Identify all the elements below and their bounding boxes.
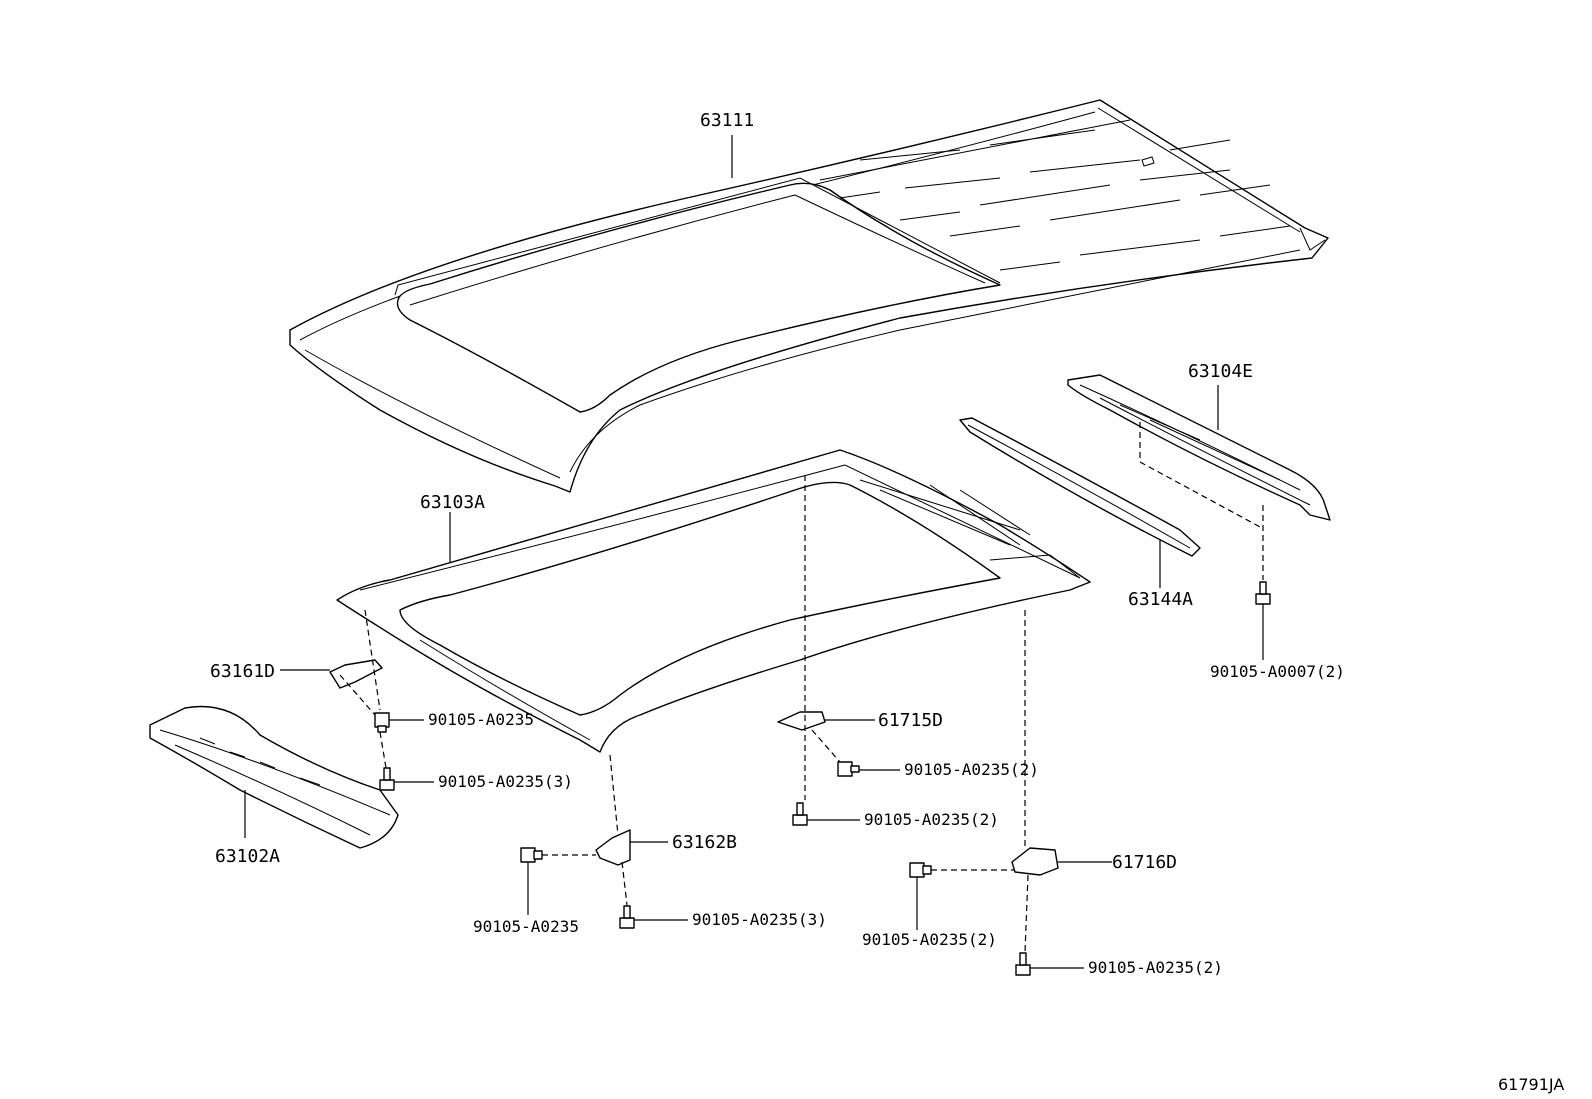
bolt-icon	[374, 712, 390, 733]
label-bolt-g: 90105-A0235(2)	[862, 930, 997, 949]
bracket-front	[595, 829, 668, 866]
label-roof-panel: 63111	[700, 110, 754, 131]
bracket-left	[280, 659, 383, 689]
label-bolt-d: 90105-A0235(2)	[864, 810, 999, 829]
bolt-icon	[1015, 952, 1031, 976]
label-bolt-a: 90105-A0235	[428, 710, 534, 729]
label-bracket-front: 63162B	[672, 832, 737, 853]
bolt-icon	[792, 802, 808, 826]
bolt-icon	[837, 761, 860, 777]
bracket-right	[1011, 847, 1112, 876]
roof-reinforcement-frame	[336, 449, 1091, 753]
bracket-center	[777, 711, 875, 731]
label-rear-header-panel: 63104E	[1188, 361, 1253, 382]
label-bolt-e: 90105-A0235	[473, 917, 579, 936]
label-bracket-center: 61715D	[878, 710, 943, 731]
bolt-icon	[520, 847, 543, 863]
assembly-lines	[339, 422, 1264, 953]
roof-panel	[289, 99, 1329, 493]
label-front-header-panel: 63102A	[215, 846, 280, 867]
bolt-icon	[909, 862, 932, 878]
roof-bow	[959, 417, 1201, 588]
label-bolt-f: 90105-A0235(3)	[692, 910, 827, 929]
label-bolt-h: 90105-A0235(2)	[1088, 958, 1223, 977]
label-roof-bow: 63144A	[1128, 589, 1193, 610]
label-bolt-b: 90105-A0235(3)	[438, 772, 573, 791]
bolt-icon	[1255, 581, 1271, 605]
label-roof-reinforcement: 63103A	[420, 492, 485, 513]
bolt-icons	[374, 581, 1271, 976]
front-header-panel	[149, 705, 399, 849]
diagram-id: 61791JA	[1498, 1075, 1564, 1094]
bolt-icon	[619, 905, 635, 929]
bolt-icon	[379, 767, 395, 791]
label-bolt-i: 90105-A0007(2)	[1210, 662, 1345, 681]
label-bolt-c: 90105-A0235(2)	[904, 760, 1039, 779]
label-bracket-left: 63161D	[210, 661, 275, 682]
rear-header-panel	[1067, 374, 1331, 521]
label-bracket-right: 61716D	[1112, 852, 1177, 873]
leader-lines	[389, 604, 1264, 969]
